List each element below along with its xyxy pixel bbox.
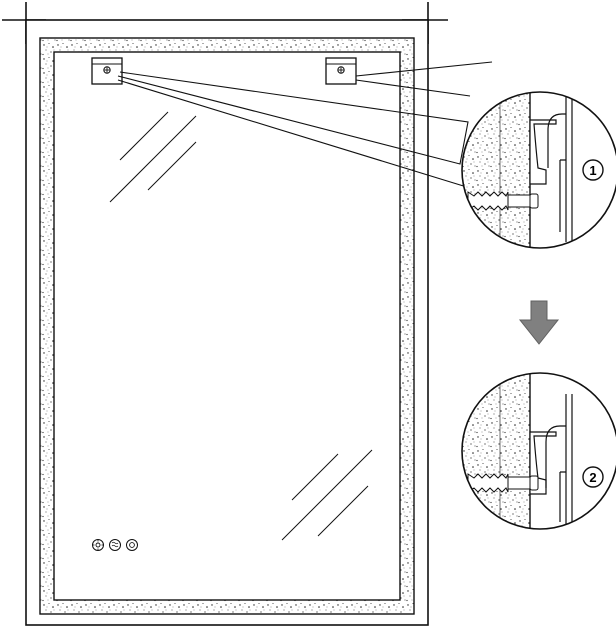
power-icon[interactable] — [126, 539, 138, 551]
step-badge-2: 2 — [582, 466, 604, 488]
step-arrow — [518, 300, 560, 345]
wall-section — [462, 373, 530, 529]
wall-anchor-screw — [467, 473, 539, 493]
wall-section — [462, 92, 530, 248]
step-badge-1: 1 — [582, 159, 604, 181]
svg-text:1: 1 — [589, 163, 596, 178]
mounting-bracket-right — [325, 57, 357, 85]
detail-circle-2: 2 — [461, 372, 616, 530]
glare-lines-bottom — [281, 449, 373, 541]
wall-bracket — [529, 119, 557, 185]
mirror-hook — [545, 394, 573, 526]
mirror-hook — [547, 92, 573, 242]
glare-lines-top — [109, 111, 197, 203]
wall-anchor-screw — [467, 191, 539, 211]
brightness-icon[interactable] — [92, 539, 104, 551]
svg-text:2: 2 — [589, 470, 596, 485]
mounting-bracket-left — [91, 57, 123, 85]
touch-controls — [92, 539, 138, 551]
mirror-glass — [53, 51, 401, 601]
detail-circle-1: 1 — [461, 91, 616, 249]
defog-icon[interactable] — [109, 539, 121, 551]
